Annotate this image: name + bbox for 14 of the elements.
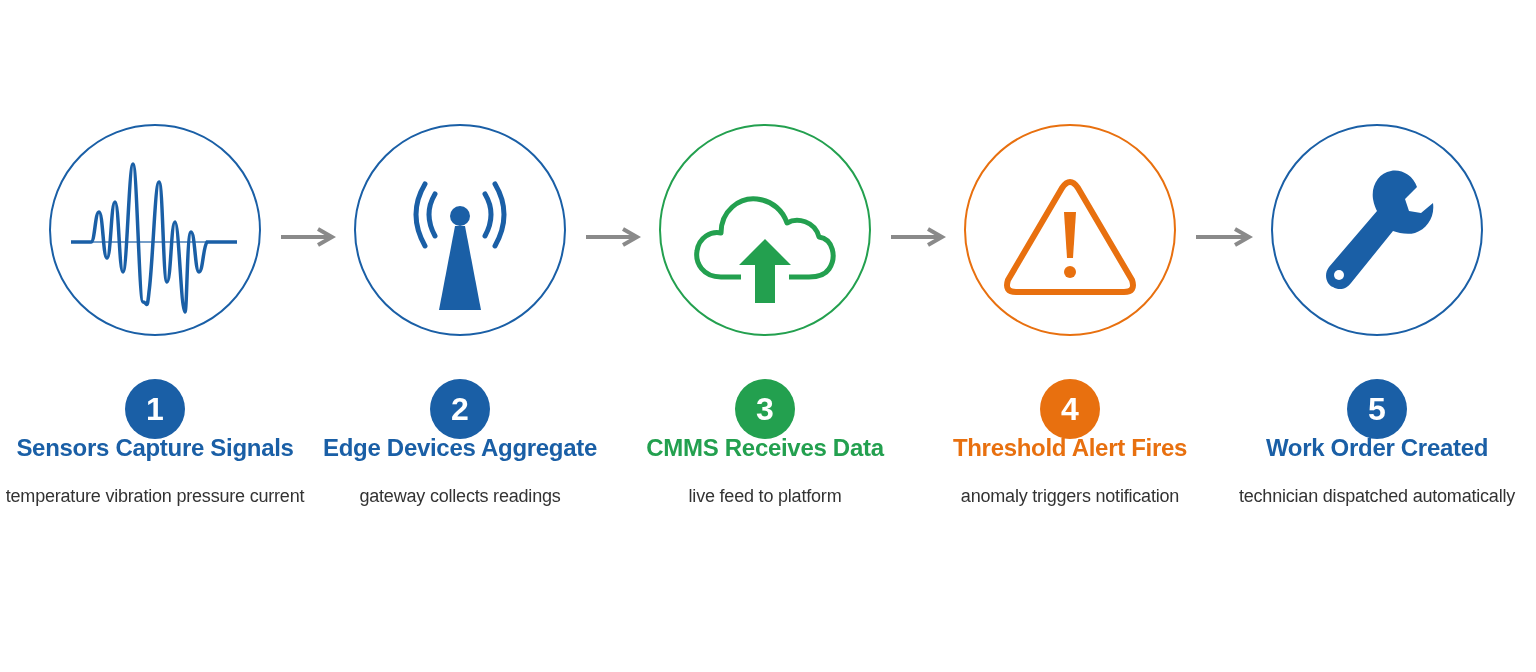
step-description: live feed to platform: [688, 486, 842, 507]
step-number-badge: 5: [1347, 379, 1407, 439]
step-number-badge: 1: [125, 379, 185, 439]
arrow: [891, 227, 944, 247]
step-description: anomaly triggers notification: [960, 486, 1180, 507]
arrow: [586, 227, 639, 247]
step-description: temperature vibration pressure current: [5, 486, 305, 507]
step-number-badge: 4: [1040, 379, 1100, 439]
arrow: [281, 227, 334, 247]
step-number-badge: 3: [735, 379, 795, 439]
arrow: [1196, 227, 1251, 247]
step-description: gateway collects readings: [359, 486, 561, 507]
step-number-badge: 2: [430, 379, 490, 439]
step-description: technician dispatched automatically: [1238, 486, 1516, 507]
